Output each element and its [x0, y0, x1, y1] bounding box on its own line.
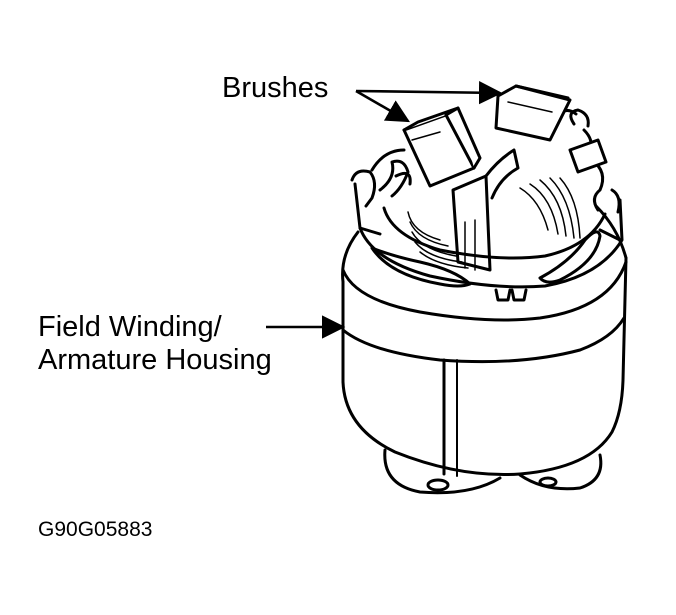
- brush-lead-left: [350, 148, 412, 208]
- brush-plate-collar: [353, 182, 624, 302]
- brushes-label: Brushes: [222, 72, 329, 104]
- armature-housing-label: Armature Housing: [38, 344, 272, 376]
- callout-arrows: [266, 81, 503, 339]
- brush-small-right: [568, 138, 608, 174]
- brushes-arrow-right: [355, 81, 503, 105]
- brush-holders: [370, 148, 602, 288]
- end-cap: [383, 448, 603, 495]
- field-winding-label: Field Winding/: [38, 311, 222, 343]
- figure-code: G90G05883: [38, 518, 153, 541]
- brushes-arrow-left: [355, 89, 411, 123]
- armature-housing: [341, 204, 628, 477]
- brush-right: [494, 84, 572, 142]
- brush-left: [402, 106, 482, 188]
